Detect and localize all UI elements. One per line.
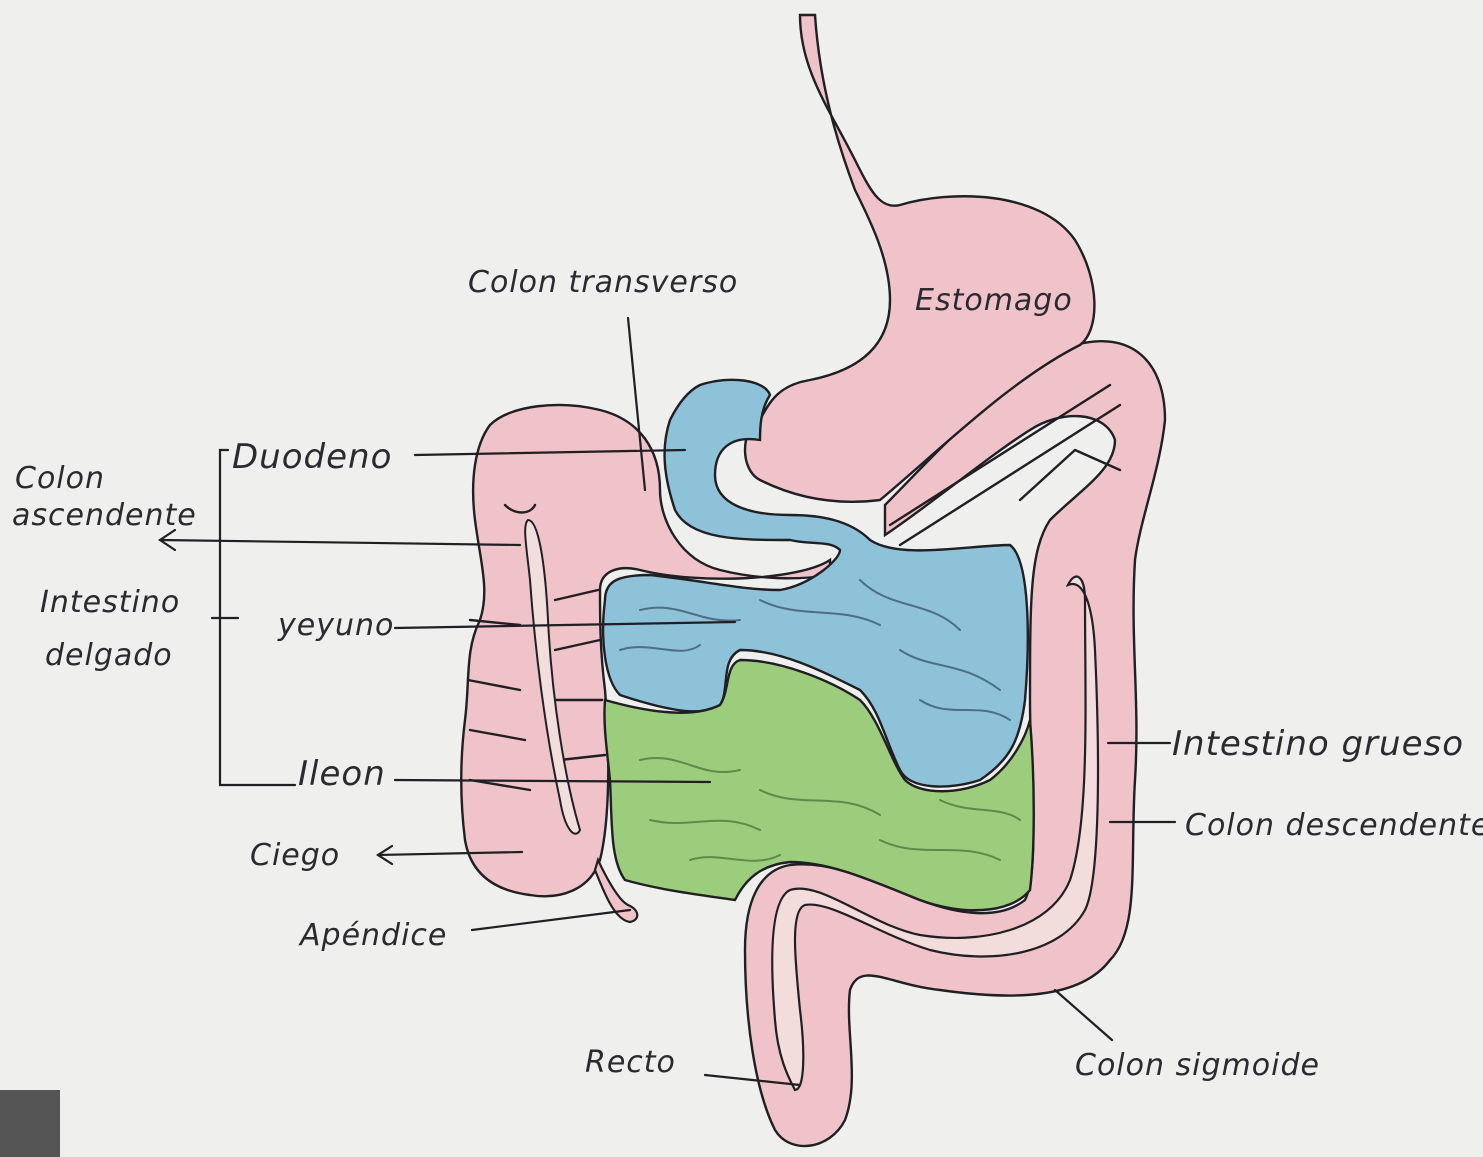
label-yeyuno: yeyuno bbox=[277, 608, 394, 643]
label-intestino-delgado-line2: delgado bbox=[45, 638, 173, 673]
label-colon-sigmoide: Colon sigmoide bbox=[1075, 1048, 1320, 1083]
label-colon-ascendente-line2: ascendente bbox=[12, 498, 197, 533]
label-intestino-delgado-line1: Intestino bbox=[40, 585, 180, 620]
label-colon-ascendente-line1: Colon bbox=[15, 461, 105, 496]
label-ciego: Ciego bbox=[250, 838, 340, 873]
label-apendice: Apéndice bbox=[298, 918, 447, 953]
label-ileon: Ileon bbox=[298, 754, 386, 794]
label-colon-transverso: Colon transverso bbox=[468, 265, 738, 300]
label-recto: Recto bbox=[585, 1045, 676, 1080]
label-intestino-grueso: Intestino grueso bbox=[1172, 724, 1464, 764]
label-duodeno: Duodeno bbox=[232, 437, 392, 477]
paper-shadow-edge bbox=[0, 1090, 60, 1157]
label-colon-descendente: Colon descendente bbox=[1185, 808, 1483, 843]
label-estomago: Estomago bbox=[915, 283, 1073, 318]
